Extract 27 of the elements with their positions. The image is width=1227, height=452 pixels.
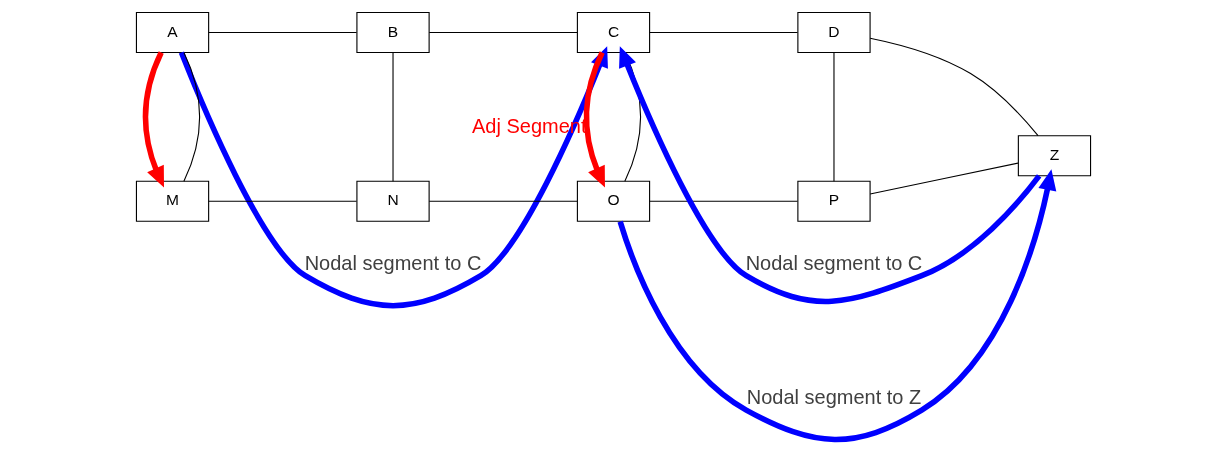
arrow (142, 51, 164, 188)
connector (428, 31, 578, 33)
connector (649, 200, 799, 202)
connector (833, 51, 835, 182)
connector (869, 37, 1039, 137)
node-box: Z (1017, 135, 1092, 177)
connector (649, 31, 799, 33)
connector (392, 51, 394, 182)
node-box: O (576, 180, 651, 222)
node-box: N (356, 180, 430, 222)
node-box: B (356, 11, 430, 53)
node-box: P (797, 180, 871, 222)
connector (208, 200, 358, 202)
node-box: A (135, 11, 210, 53)
edge-label: Nodal segment to C (745, 251, 923, 274)
edge-label: Nodal segment to Z (746, 385, 922, 408)
node-box: D (797, 11, 871, 53)
edge-label: Nodal segment to C (304, 251, 482, 274)
connector (428, 200, 578, 202)
connector (869, 162, 1019, 195)
node-box: M (135, 180, 210, 222)
arrow (619, 46, 1042, 305)
connector (208, 31, 358, 33)
arrow (617, 169, 1057, 442)
node-box: C (576, 11, 651, 53)
arrow (583, 51, 605, 188)
connector (183, 51, 201, 182)
